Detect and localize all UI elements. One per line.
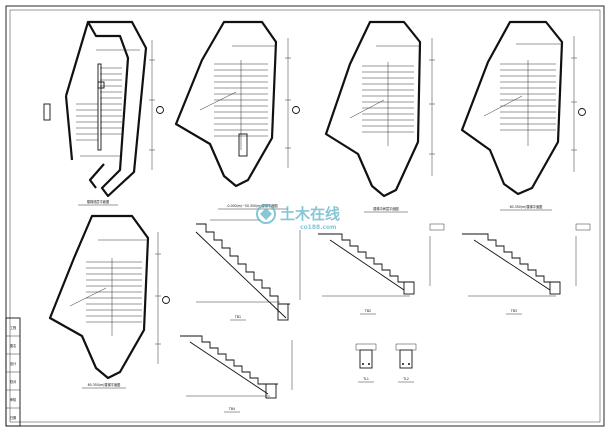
detail-tl2-caption: TL2 xyxy=(402,377,409,381)
plan-2-caption: -0.000(m)~50.350(m)楼梯平面图 xyxy=(226,203,277,208)
stair-plan-2: -0.000(m)~50.350(m)楼梯平面图 xyxy=(174,20,300,210)
stair-plan-5: 60.350(m)楼梯平面图 xyxy=(48,214,170,389)
watermark-subtext: co188.com xyxy=(300,224,336,231)
watermark: 土木在线 co188.com xyxy=(256,204,340,231)
section-tb2-caption: TB2 xyxy=(364,309,371,313)
section-tb4-caption: TB4 xyxy=(228,407,235,411)
watermark-logo-icon xyxy=(256,204,276,224)
sheet-border xyxy=(5,5,605,427)
beam-detail-tl1: TL1 xyxy=(355,343,377,383)
title-block-label-4: 校对 xyxy=(10,379,17,384)
title-block-label-1: 工程 xyxy=(10,325,17,330)
title-block-label-5: 审核 xyxy=(10,397,17,402)
plan-1-caption: 楼梯底层平面图 xyxy=(87,199,109,204)
stair-section-tb3: TB3 xyxy=(462,223,591,315)
title-block-label-6: 日期 xyxy=(10,415,16,420)
title-block-label-2: 图名 xyxy=(10,343,16,348)
stair-plan-3: 楼梯中间层平面图 xyxy=(324,20,435,213)
stair-section-tb4: TB4 xyxy=(180,335,293,413)
section-tb1-caption: TB1 xyxy=(234,315,241,319)
detail-tl1-caption: TL1 xyxy=(362,377,369,381)
title-block-label-3: 设计 xyxy=(10,361,17,366)
plan-4-caption: 60.350(m)楼梯平面图 xyxy=(510,204,543,209)
plan-5-caption: 60.350(m)楼梯平面图 xyxy=(88,382,121,387)
section-tb3-caption: TB3 xyxy=(510,309,517,313)
stair-plan-1: 楼梯底层平面图 xyxy=(43,20,164,206)
plan-3-caption: 楼梯中间层平面图 xyxy=(373,206,399,211)
stair-plan-4: 60.350(m)楼梯平面图 xyxy=(460,20,586,211)
watermark-text: 土木在线 xyxy=(280,205,340,223)
stair-section-tb1: TB1 xyxy=(195,219,301,321)
beam-detail-tl2: TL2 xyxy=(395,343,417,383)
stair-section-tb2: TB2 xyxy=(318,223,445,315)
title-block: 工程 图名 设计 校对 审核 日期 xyxy=(5,317,21,427)
